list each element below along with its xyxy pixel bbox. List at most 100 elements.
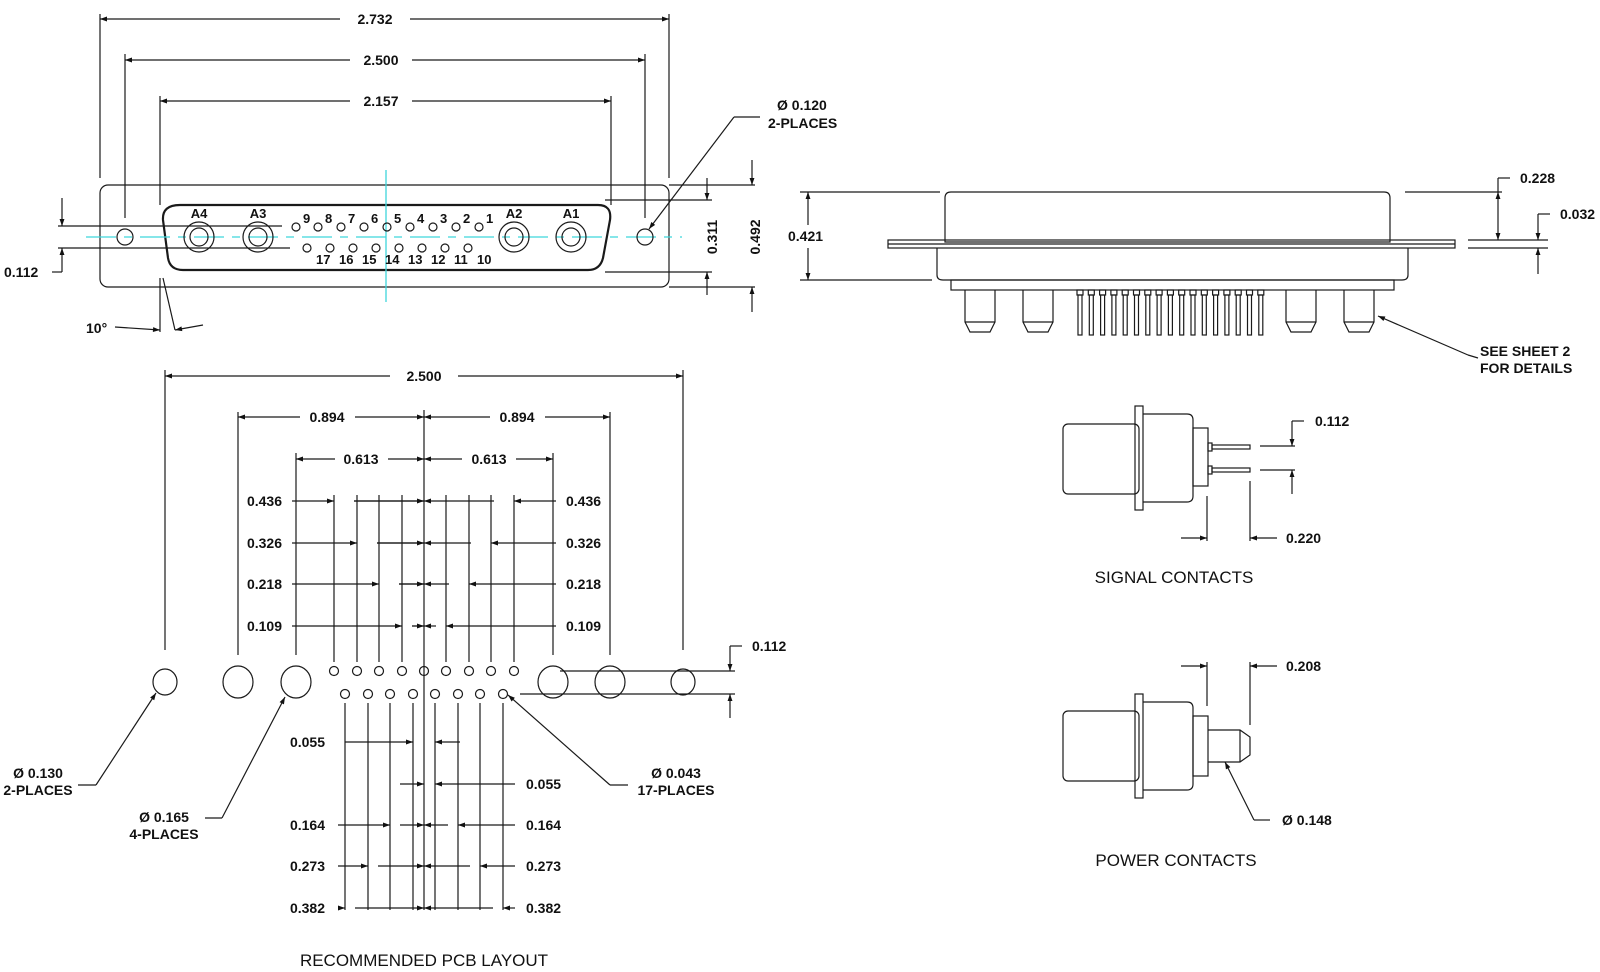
pin-label: 16 <box>339 252 353 267</box>
side-view: 0.421 0.228 0.032 SEE SHEET 2 FOR DETAIL… <box>788 170 1595 376</box>
side-signal-pin <box>1110 289 1118 296</box>
signal-pin <box>440 243 450 253</box>
dim-pcb-bottom-row: 0.273 <box>290 858 325 874</box>
dim-overall-width: 2.732 <box>357 11 392 27</box>
pin-label: 8 <box>325 211 332 226</box>
pin-label: A3 <box>250 206 267 221</box>
side-signal-pin <box>1234 289 1242 296</box>
signal-pin <box>428 222 438 232</box>
dim-pcb-bottom-row: 0.055 <box>290 734 325 750</box>
pcb-signal-hole <box>396 665 408 677</box>
callout-pcb-signal-dia: Ø 0.043 <box>651 765 701 781</box>
side-body-bottom <box>936 248 1409 281</box>
callout-mount-dia: Ø 0.120 <box>777 97 827 113</box>
signal-contact-view: 0.112 0.220 SIGNAL CONTACTS <box>1062 405 1349 587</box>
pcb-signal-hole <box>407 688 419 700</box>
dim-pcb-inner-left: 0.613 <box>343 451 378 467</box>
callout-pcb-mount-qty: 2-PLACES <box>3 782 72 798</box>
dim-pcb-bottom-row: 0.164 <box>526 817 561 833</box>
dim-pcb-bottom-row: 0.382 <box>290 900 325 916</box>
pcb-signal-hole <box>452 688 464 700</box>
pcb-signal-hole <box>351 665 363 677</box>
side-signal-pin <box>1121 289 1129 296</box>
side-power-pin <box>1022 290 1054 333</box>
pcb-signal-hole <box>474 688 486 700</box>
pin-label: 7 <box>348 211 355 226</box>
side-signal-pin <box>1245 289 1254 296</box>
side-signal-pin <box>1223 289 1231 296</box>
pcb-mount-hole <box>152 668 178 696</box>
pin-label: A4 <box>191 206 208 221</box>
dim-angle: 10° <box>86 320 107 336</box>
flange-outline <box>99 184 670 288</box>
dim-pcb-outer-left: 0.894 <box>309 409 344 425</box>
shell-outline <box>161 203 612 272</box>
pcb-power-hole <box>222 665 254 699</box>
pin-label: 5 <box>394 211 401 226</box>
callout-pcb-power-qty: 4-PLACES <box>129 826 198 842</box>
dim-pcb-top-row: 0.109 <box>247 618 282 634</box>
pcb-signal-hole <box>508 665 520 677</box>
dim-pcb-bottom-row: 0.164 <box>290 817 325 833</box>
signal-pin <box>405 222 415 232</box>
dim-row-spacing: 0.112 <box>4 264 38 280</box>
side-signal-pin <box>1076 289 1084 296</box>
pcb-power-hole <box>594 665 626 699</box>
dim-pcb-overall: 2.500 <box>406 368 441 384</box>
pcb-bottom-row-dims: 0.055 0.055 0.164 0.164 0.273 0.273 0.382 0.382 <box>290 734 561 916</box>
signal-pin <box>417 243 427 253</box>
dim-pcb-inner-right: 0.613 <box>471 451 506 467</box>
dim-pcb-bottom-row: 0.055 <box>526 776 561 792</box>
side-signal-pin <box>1155 289 1163 296</box>
pin-label: 6 <box>371 211 378 226</box>
dim-flange-height: 0.492 <box>747 219 763 254</box>
signal-pin <box>348 243 358 253</box>
callout-details: FOR DETAILS <box>1480 360 1572 376</box>
dim-signal-length: 0.220 <box>1286 530 1321 546</box>
pin-label: 12 <box>431 252 445 267</box>
side-signal-pin <box>1087 289 1095 296</box>
power-contact-a3 <box>242 221 274 253</box>
side-body-top <box>944 191 1391 243</box>
dim-shell-height: 0.311 <box>704 220 720 254</box>
power-contact-a1 <box>555 221 587 253</box>
signal-pin <box>451 222 461 232</box>
pcb-signal-hole <box>339 688 351 700</box>
power-contact-a2 <box>498 221 530 253</box>
side-power-pin <box>1343 290 1375 333</box>
mount-hole <box>636 228 654 246</box>
side-signal-pin <box>1098 289 1107 296</box>
side-pins <box>964 289 1375 336</box>
dim-power-length: 0.208 <box>1286 658 1321 674</box>
callout-mount-qty: 2-PLACES <box>768 115 837 131</box>
signal-pin <box>394 243 404 253</box>
signal-pin <box>325 243 335 253</box>
pcb-signal-hole <box>440 665 452 677</box>
dim-pcb-top-row: 0.326 <box>247 535 282 551</box>
signal-pin <box>359 222 369 232</box>
dim-side-top: 0.228 <box>1520 170 1555 186</box>
dim-side-flange: 0.032 <box>1560 206 1595 222</box>
dim-pcb-bottom-row: 0.273 <box>526 858 561 874</box>
signal-pin <box>313 222 323 232</box>
side-signal-pin <box>1144 289 1152 296</box>
dim-pcb-bottom-row: 0.382 <box>526 900 561 916</box>
signal-pin <box>336 222 346 232</box>
pcb-signal-hole <box>384 688 396 700</box>
pcb-signal-hole <box>362 688 374 700</box>
side-power-pin <box>964 290 996 333</box>
power-contact-view: 0.208 Ø 0.148 POWER CONTACTS <box>1062 658 1332 870</box>
pcb-signal-hole <box>328 665 340 677</box>
dim-shell-width: 2.157 <box>363 93 398 109</box>
callout-pcb-mount-dia: Ø 0.130 <box>13 765 63 781</box>
signal-contacts-title: SIGNAL CONTACTS <box>1095 568 1254 587</box>
pin-label: 1 <box>486 211 493 226</box>
side-signal-pin <box>1211 289 1220 296</box>
pcb-signal-hole <box>485 665 497 677</box>
pin-label: A2 <box>506 206 523 221</box>
power-contacts-title: POWER CONTACTS <box>1095 851 1256 870</box>
